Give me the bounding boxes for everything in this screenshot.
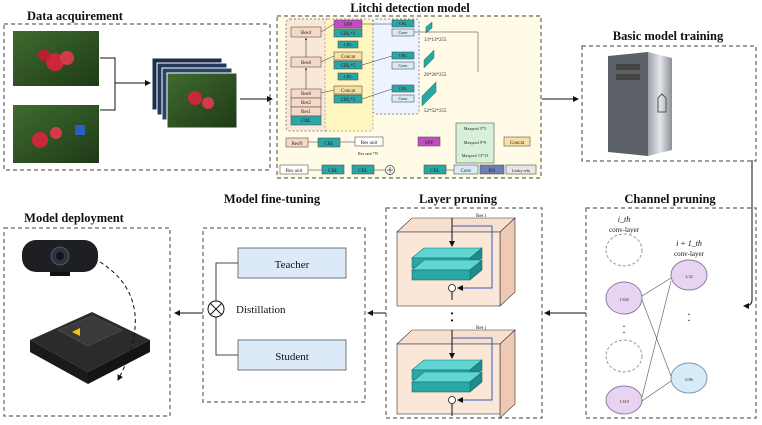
head1-cbl: CBL [399,21,408,26]
data-acquirement-panel: Data acquirement [3,9,271,171]
pruned-channel-2 [605,339,643,373]
data-acquirement-title: Data acquirement [27,9,124,23]
cbl3-block: CBL*3 [341,32,356,37]
residual-add-icon-1 [448,284,456,292]
detection-model-title: Litchi detection model [350,1,470,15]
basic-training-title: Basic model training [613,29,724,43]
res8b-block: Res8 [301,92,312,97]
maxpool-9: Maxpool 9*9 [464,140,486,145]
spp-block: SPP [344,23,353,28]
maxpool-13: Maxpool 13*13 [462,153,489,158]
legend-resunit: Res unit [361,141,378,146]
channel-node-3-value: 2.32 [685,274,692,279]
legend-concat: Concat [510,141,525,146]
channel-node-1 [605,281,643,315]
head2-cbl: CBL [399,53,408,58]
layer-pruning-panel: Layer pruning Res i · · Res j [385,192,543,419]
cbl-block: CBL [301,119,311,124]
deployment-panel: Model deployment [3,211,171,417]
head3-cbl: CBL [399,86,408,91]
legend-conv: Conv [461,169,472,174]
cbl5-block-1: CBL*5 [341,64,356,69]
res-i-label: Res i [476,214,487,219]
channel-node-2 [605,385,643,415]
ellipsis-dots-2: · [622,325,626,339]
basic-training-panel: Basic model training [581,29,757,162]
legend-leaky: Leaky relu [512,168,531,173]
dataset-stack [166,72,238,129]
output-52: 52*52*255 [424,109,447,114]
legend-resunit-n: Res unit *N [358,151,378,156]
channel-node-1-value: 1.926 [619,297,628,302]
cbl5-block-2: CBL*5 [341,98,356,103]
channel-pruning-panel: Channel pruning i_th conv-layer i + 1_th… [585,192,757,419]
distillation-label: Distillation [236,304,286,316]
output-tensor-3 [421,81,437,107]
res8a-block: Res8 [301,61,312,66]
ellipsis-dots-4: · [687,313,691,327]
layer-dots-2: · [450,314,455,329]
output-13: 13*13*255 [424,38,447,43]
i-layer-sublabel: conv-layer [609,226,640,234]
res4-block: Res4 [301,31,312,36]
i1-layer-sublabel: conv-layer [674,250,705,258]
student-box [237,339,347,371]
head1-conv: Conv [398,30,408,35]
legend-cbl-3: CBL [430,169,440,174]
deployment-title: Model deployment [24,211,124,225]
ellipsis-dots-3: · [687,307,691,321]
channel-node-4 [670,362,708,394]
legend-cbl-2a: CBL [328,169,338,174]
upsample-cbl-1: CBL [344,42,353,47]
pruned-channel-1 [605,233,643,267]
output-tensor-1 [425,21,433,34]
legend-resunit-2: Res unit [286,169,303,174]
concat-block-1: Concat [341,55,356,60]
legend-cbl: CBL [324,142,334,147]
upsample-cbl-2: CBL [344,74,353,79]
ellipsis-dots-1: · [622,319,626,333]
channel-node-4-value: 0.86 [685,377,692,382]
i1-layer-label: i + 1_th [676,239,702,248]
head2-conv: Conv [398,63,408,68]
detection-model-panel: Litchi detection model Res4 Res8 Res8 Re… [276,1,542,179]
layer-pruning-title: Layer pruning [419,192,498,206]
student-label: Student [275,351,309,363]
channel-node-3 [670,259,708,291]
res1-block: Res1 [301,110,312,115]
fine-tuning-title: Model fine-tuning [224,192,321,206]
res-j-label: Res j [476,326,486,331]
output-26: 26*26*255 [424,73,447,78]
head3-conv: Conv [398,96,408,101]
legend-spp: SPP [425,141,434,146]
maxpool-5: Maxpool 5*5 [464,126,486,131]
legend-cbl-2b: CBL [358,169,368,174]
fine-tuning-panel: Model fine-tuning Teacher Student Distil… [202,192,366,403]
i-layer-label: i_th [618,215,630,224]
layer-dots: · [450,307,455,322]
legend-bn: BN [489,169,496,174]
legend-resn: ResN [291,142,303,147]
teacher-label: Teacher [275,259,310,271]
output-tensor-2 [423,49,435,69]
res2-block: Res2 [301,101,312,106]
channel-pruning-title: Channel pruning [624,192,716,206]
concat-block-2: Concat [341,89,356,94]
channel-node-2-value: 1.319 [619,399,628,404]
residual-add-icon-2 [448,396,456,404]
